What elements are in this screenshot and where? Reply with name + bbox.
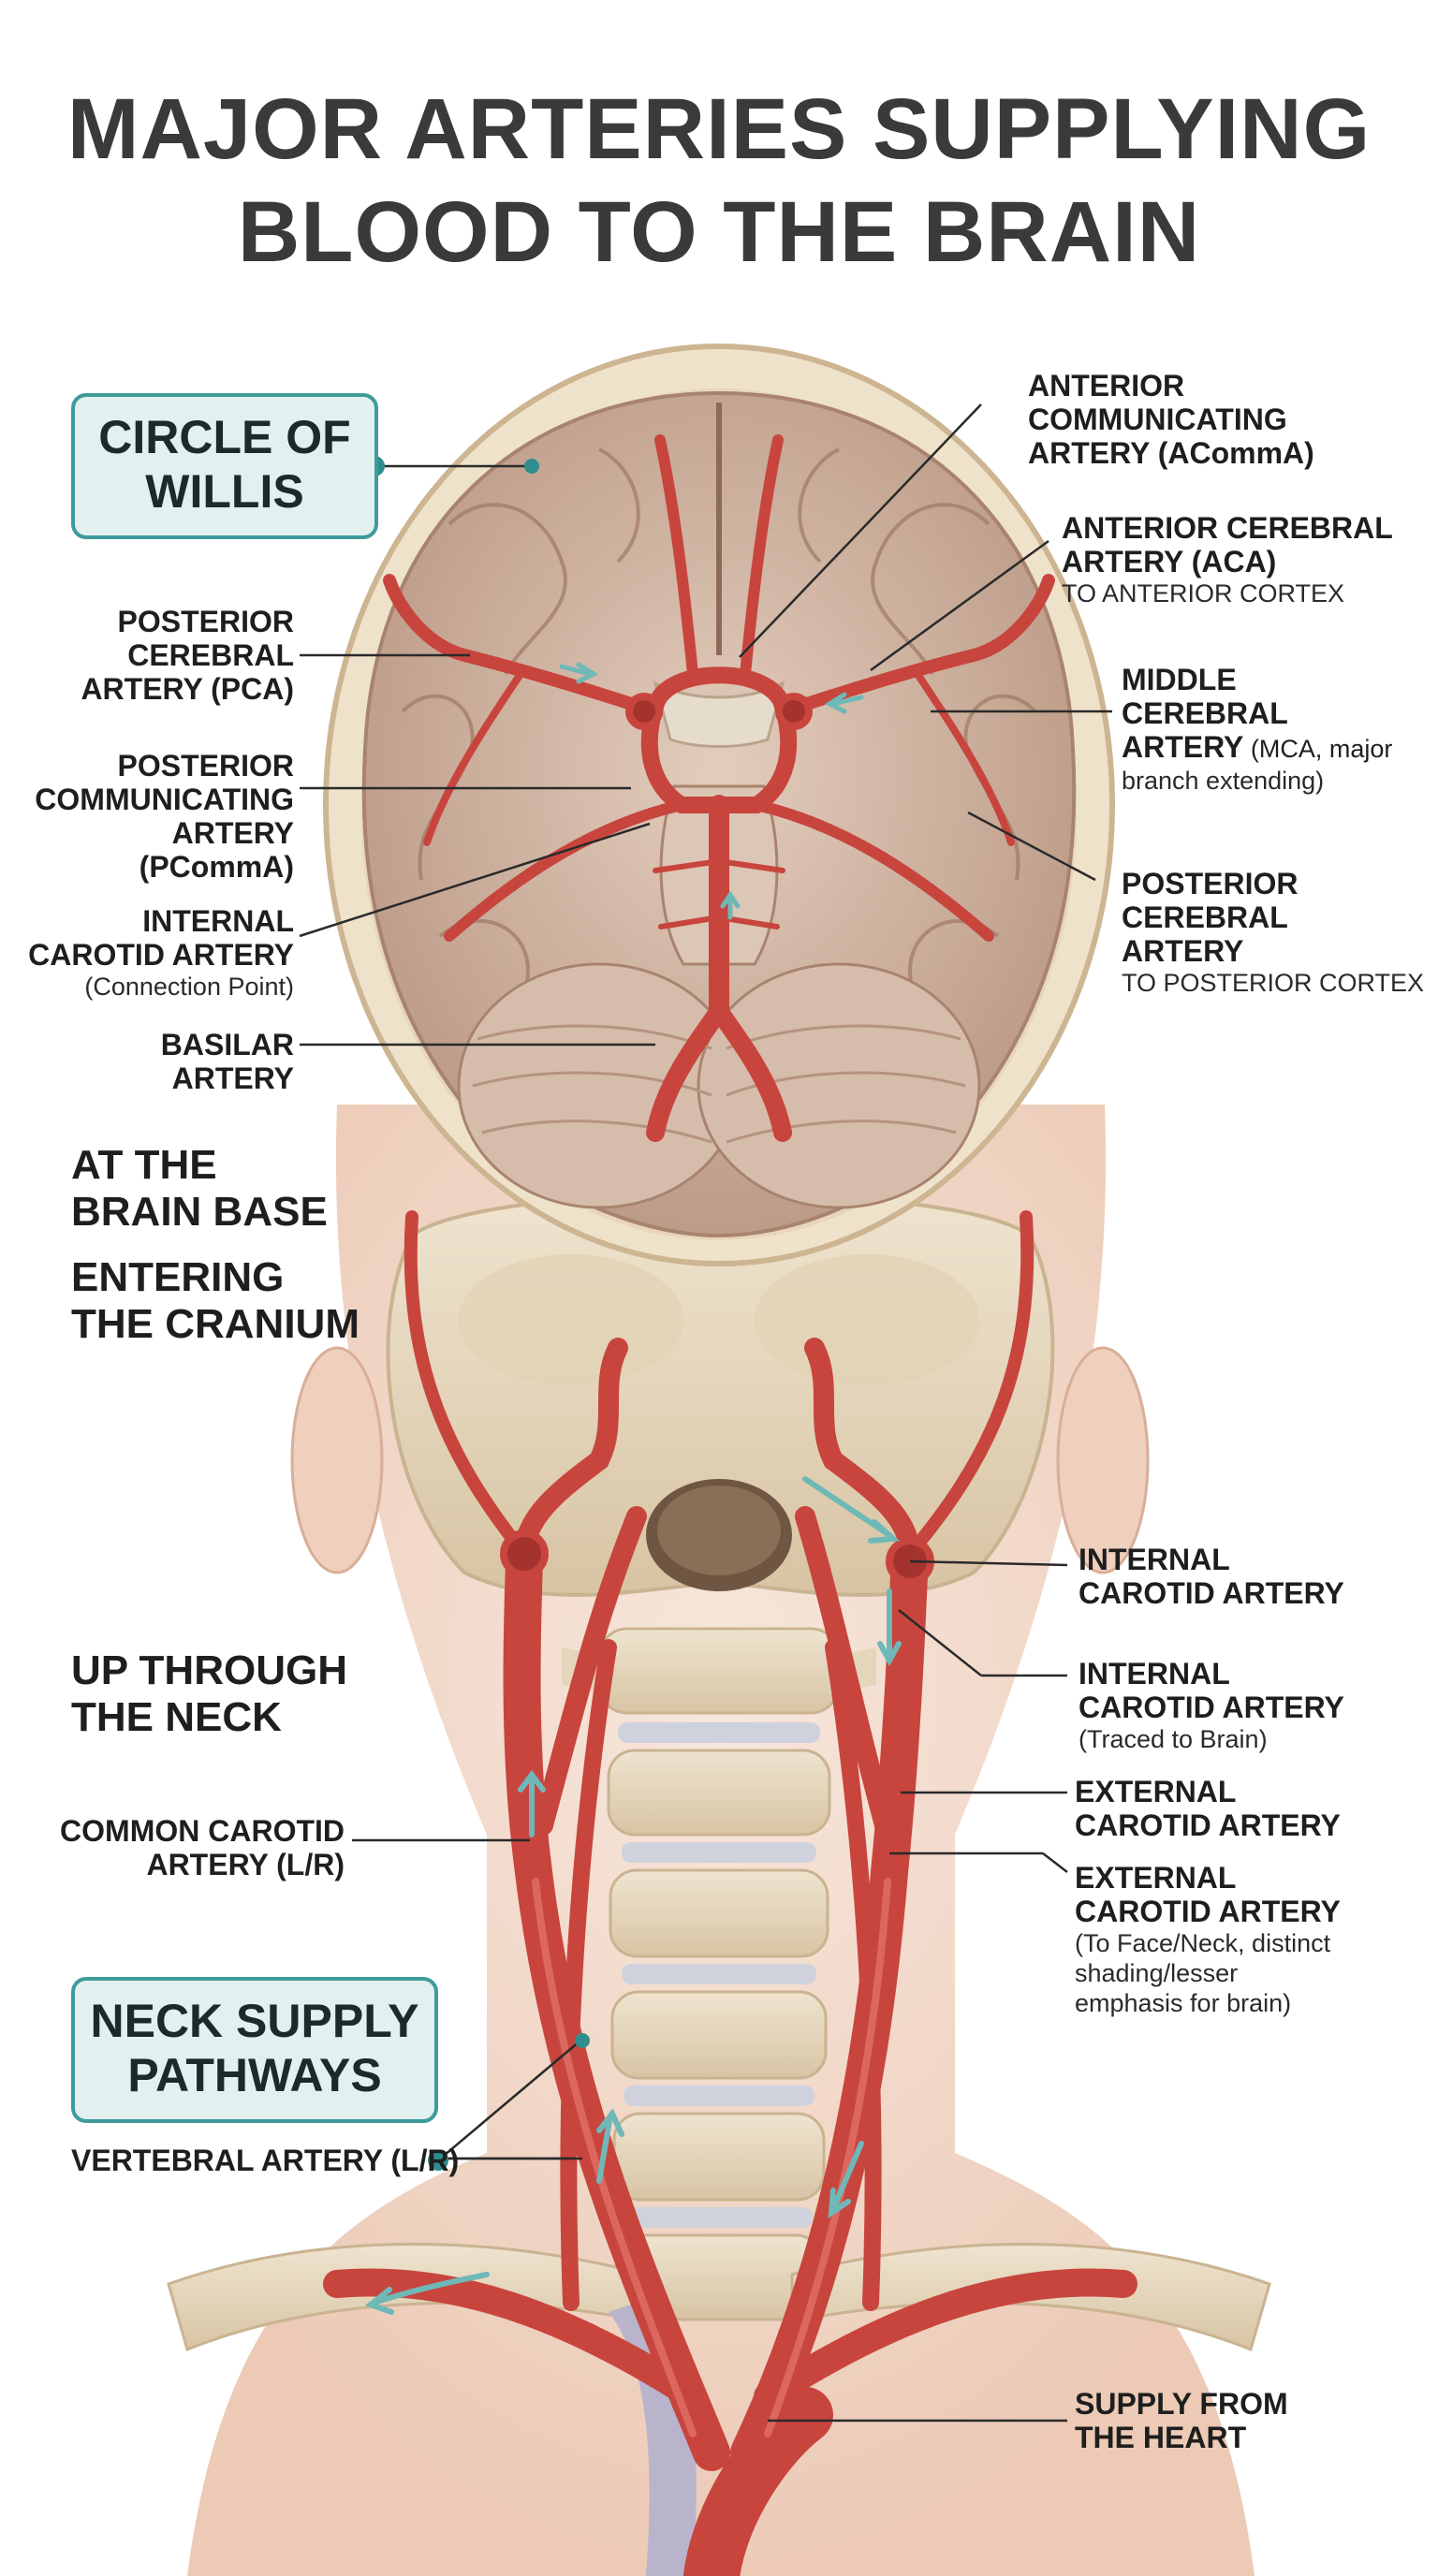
label-vertebral-artery: VERTEBRAL ARTERY (L/R) [71, 2144, 460, 2177]
section-entering-cranium: ENTERING THE CRANIUM [71, 1254, 360, 1348]
label-posterior-cerebral-artery-right: POSTERIOR CEREBRAL ARTERY TO POSTERIOR C… [1122, 867, 1424, 998]
label-sub: TO POSTERIOR CORTEX [1122, 969, 1425, 997]
label-supply-from-heart: SUPPLY FROM THE HEART [1075, 2387, 1288, 2454]
label-line: POSTERIOR [1122, 867, 1299, 900]
label-line: ANTERIOR CEREBRAL [1062, 511, 1393, 545]
label-line: POSTERIOR [117, 749, 294, 783]
label-sub: branch extending) [1122, 767, 1325, 795]
callout-line: PATHWAYS [127, 2049, 382, 2101]
circle-of-willis-arteries [383, 434, 1055, 1142]
label-line: ANTERIOR [1028, 369, 1185, 402]
label-line: CAROTID ARTERY [28, 938, 294, 972]
label-internal-carotid-connection: INTERNAL CAROTID ARTERY (Connection Poin… [0, 904, 294, 1002]
label-external-carotid-artery: EXTERNAL CAROTID ARTERY [1075, 1775, 1341, 1842]
label-anterior-cerebral-artery: ANTERIOR CEREBRAL ARTERY (ACA) TO ANTERI… [1062, 511, 1393, 608]
label-line: ARTERY (ACommA) [1028, 436, 1314, 470]
label-line: CEREBRAL [1122, 696, 1288, 730]
label-sub: (To Face/Neck, distinct [1075, 1929, 1331, 1957]
label-line: COMMUNICATING [1028, 402, 1287, 436]
section-up-through-neck: UP THROUGH THE NECK [71, 1647, 347, 1741]
neck-arteries [323, 1210, 1137, 2576]
label-inline-note: (MCA, major [1243, 735, 1393, 763]
callout-line: NECK SUPPLY [90, 1995, 419, 2047]
label-line: EXTERNAL [1075, 1775, 1237, 1808]
title-line-1: MAJOR ARTERIES SUPPLYING [66, 81, 1372, 177]
cervical-spine [562, 1627, 876, 2321]
label-external-carotid-face-neck: EXTERNAL CAROTID ARTERY (To Face/Neck, d… [1075, 1861, 1341, 2018]
label-line: INTERNAL [1078, 1543, 1230, 1576]
label-line: SUPPLY FROM [1075, 2387, 1288, 2421]
title-line-2: BLOOD TO THE BRAIN [237, 184, 1201, 280]
label-sub: TO ANTERIOR CORTEX [1062, 579, 1345, 607]
label-line: POSTERIOR [117, 605, 294, 638]
label-line: ARTERY (L/R) [146, 1848, 345, 1881]
label-line: CAROTID ARTERY [1078, 1576, 1344, 1610]
circle-of-willis-callout: CIRCLE OF WILLIS [71, 393, 378, 539]
label-line: ARTERY [1122, 730, 1244, 764]
leader-lines [299, 403, 1112, 2422]
label-line: ARTERY (ACA) [1062, 545, 1277, 578]
section-line: THE CRANIUM [71, 1301, 360, 1347]
label-line: ARTERY [171, 816, 294, 850]
label-internal-carotid-artery: INTERNAL CAROTID ARTERY [1078, 1543, 1344, 1610]
label-line: INTERNAL [1078, 1657, 1230, 1690]
label-line: THE HEART [1075, 2421, 1247, 2454]
label-line: ARTERY (PCA) [81, 672, 294, 706]
label-line: ARTERY [1122, 934, 1244, 968]
label-middle-cerebral-artery: MIDDLE CEREBRAL ARTERY (MCA, major branc… [1122, 663, 1392, 796]
label-line: CAROTID ARTERY [1078, 1690, 1344, 1724]
label-line: MIDDLE [1122, 663, 1237, 696]
label-line: CEREBRAL [127, 638, 294, 672]
label-common-carotid-artery: COMMON CAROTID ARTERY (L/R) [0, 1814, 345, 1881]
label-sub: shading/lesser [1075, 1959, 1239, 1987]
section-line: BRAIN BASE [71, 1189, 328, 1235]
label-line: INTERNAL [142, 904, 294, 938]
label-line: COMMUNICATING [35, 783, 294, 816]
label-internal-carotid-traced: INTERNAL CAROTID ARTERY (Traced to Brain… [1078, 1657, 1344, 1754]
neck-supply-callout: NECK SUPPLY PATHWAYS [71, 1977, 438, 2123]
label-line: EXTERNAL [1075, 1861, 1237, 1895]
label-anterior-communicating-artery: ANTERIOR COMMUNICATING ARTERY (ACommA) [1028, 369, 1314, 470]
section-line: AT THE [71, 1142, 217, 1188]
label-sub: emphasis for brain) [1075, 1989, 1292, 2017]
section-line: UP THROUGH [71, 1647, 347, 1693]
label-line: ARTERY [171, 1061, 294, 1095]
section-brain-base: AT THE BRAIN BASE [71, 1142, 328, 1236]
section-line: THE NECK [71, 1694, 282, 1740]
label-sub: (Connection Point) [84, 973, 294, 1001]
callout-line: WILLIS [145, 465, 304, 518]
label-basilar-artery: BASILAR ARTERY [0, 1028, 294, 1095]
label-line: (PCommA) [139, 850, 294, 884]
label-line: CAROTID ARTERY [1075, 1808, 1341, 1842]
label-line: BASILAR [160, 1028, 294, 1061]
callout-line: CIRCLE OF [98, 411, 351, 463]
label-posterior-cerebral-artery-left: POSTERIOR CEREBRAL ARTERY (PCA) [0, 605, 294, 706]
label-sub: (Traced to Brain) [1078, 1725, 1268, 1753]
label-line: COMMON CAROTID [60, 1814, 345, 1848]
section-line: ENTERING [71, 1254, 285, 1300]
label-posterior-communicating-artery: POSTERIOR COMMUNICATING ARTERY (PCommA) [0, 749, 294, 884]
label-line: CAROTID ARTERY [1075, 1895, 1341, 1928]
label-line: CEREBRAL [1122, 900, 1288, 934]
